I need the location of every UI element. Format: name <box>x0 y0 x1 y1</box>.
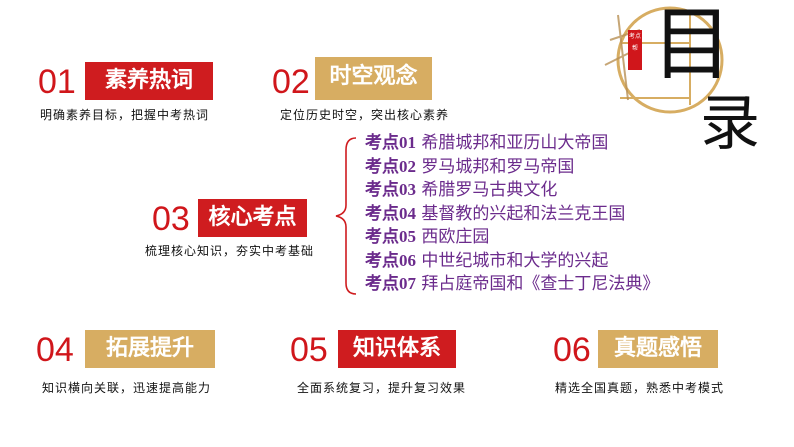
kaodian-item[interactable]: 考点05 西欧庄园 <box>365 227 490 247</box>
section-subtitle: 明确素养目标，把握中考热词 <box>40 108 210 122</box>
section-number: 06 <box>553 331 591 369</box>
kaodian-item[interactable]: 考点04 基督教的兴起和法兰克王国 <box>365 203 626 224</box>
section-button-hexin[interactable]: 核心考点 <box>198 199 307 237</box>
seal: 考点帮 <box>628 33 641 52</box>
section-number: 03 <box>152 200 190 238</box>
section-number: 01 <box>38 63 76 101</box>
section-button-tuozhan[interactable]: 拓展提升 <box>85 330 215 368</box>
kaodian-item[interactable]: 考点03 希腊罗马古典文化 <box>365 180 558 200</box>
kaodian-item[interactable]: 考点06 中世纪城市和大学的兴起 <box>365 250 609 271</box>
section-subtitle: 定位历史时空，突出核心素养 <box>280 108 450 122</box>
brace <box>335 137 357 295</box>
section-number: 05 <box>290 331 328 369</box>
section-subtitle: 梳理核心知识，夯实中考基础 <box>145 244 315 258</box>
section-subtitle: 知识横向关联，迅速提高能力 <box>42 381 212 395</box>
title-char-mu: 目 <box>652 0 732 91</box>
kaodian-item[interactable]: 考点02 罗马城邦和罗马帝国 <box>365 156 575 177</box>
kaodian-item[interactable]: 考点07 拜占庭帝国和《查士丁尼法典》 <box>365 274 660 294</box>
section-button-suyang[interactable]: 素养热词 <box>85 62 213 100</box>
section-button-zhenti[interactable]: 真题感悟 <box>598 330 718 368</box>
section-button-shikong[interactable]: 时空观念 <box>315 57 432 100</box>
section-subtitle: 全面系统复习，提升复习效果 <box>297 381 467 395</box>
title-decoration <box>604 6 724 114</box>
section-button-zhishi[interactable]: 知识体系 <box>338 330 456 368</box>
section-number: 02 <box>272 63 310 101</box>
kaodian-item[interactable]: 考点01 希腊城邦和亚历山大帝国 <box>365 133 609 153</box>
section-subtitle: 精选全国真题，熟悉中考模式 <box>555 381 725 395</box>
section-number: 04 <box>36 331 74 369</box>
title-char-lu: 录 <box>700 89 760 159</box>
